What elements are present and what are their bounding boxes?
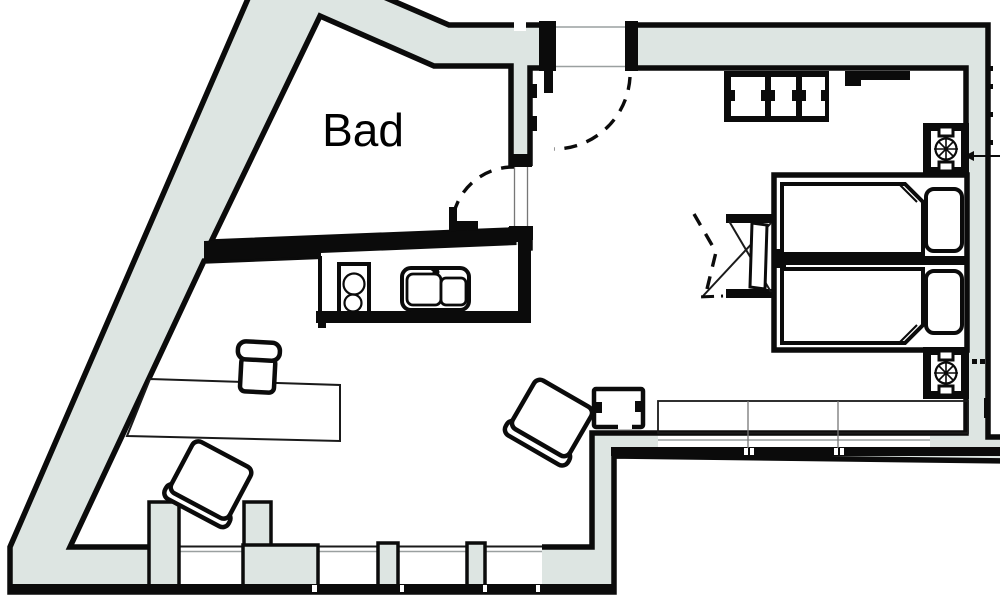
- door-jamb-bottom: [509, 226, 533, 240]
- wall-switch-notch: [529, 116, 537, 131]
- window-mullion: [465, 541, 487, 592]
- radiator-icon: [923, 347, 969, 399]
- tv-swivel-mount-icon: [692, 213, 774, 299]
- bedroom-window-band: [611, 436, 1000, 456]
- pillow-icon: [924, 187, 964, 253]
- tv-swivel-range: [692, 213, 718, 290]
- counter-side-edge: [518, 240, 531, 323]
- window-pier: [147, 500, 181, 592]
- coat-shelf-icon: [845, 71, 910, 86]
- door-leaf: [449, 221, 478, 230]
- bathroom-door-swing-icon: [450, 165, 515, 229]
- window-pier-base: [241, 543, 320, 592]
- window-pier: [242, 500, 273, 550]
- door-leaf: [449, 207, 457, 230]
- radiator-icon: [923, 123, 1000, 175]
- bathroom-door: [449, 84, 537, 240]
- nightstand-icon: [591, 386, 646, 430]
- sideboard-icon: [657, 400, 969, 448]
- room-label-bathroom: Bad: [322, 104, 404, 156]
- chair-seat: [509, 377, 595, 459]
- wall-joint-ticks: [972, 66, 993, 418]
- desk-icon: [125, 377, 341, 443]
- entrance-jamb-right: [625, 21, 638, 71]
- entrance-door-swing-icon: [553, 76, 632, 151]
- tv-screen: [748, 221, 769, 291]
- entrance-hinge-stub: [544, 71, 553, 93]
- door-jamb-top: [509, 154, 532, 167]
- entrance-jamb-left: [539, 21, 556, 71]
- window-front-icon: [8, 500, 614, 593]
- mattress: [780, 182, 925, 256]
- mattress: [780, 267, 925, 345]
- chair-backrest: [235, 339, 283, 363]
- lounge-chair-icon: [502, 377, 595, 468]
- wall-switch-notch: [529, 84, 537, 98]
- desk-chair-icon: [235, 339, 283, 395]
- cooktop-icon: [337, 262, 371, 315]
- wardrobe-icon: [724, 71, 829, 122]
- tv-swivel-range: [697, 292, 773, 299]
- twin-beds-icon: [771, 172, 970, 353]
- pillow-icon: [924, 269, 964, 335]
- kitchen-sink-icon: [400, 265, 471, 312]
- entrance-opening: [514, 20, 638, 151]
- chair-seat: [168, 439, 254, 521]
- window-mullion: [376, 541, 400, 592]
- lounge-chair-icon: [162, 439, 254, 530]
- kitchenette: [316, 240, 531, 328]
- wall-notch: [514, 20, 526, 31]
